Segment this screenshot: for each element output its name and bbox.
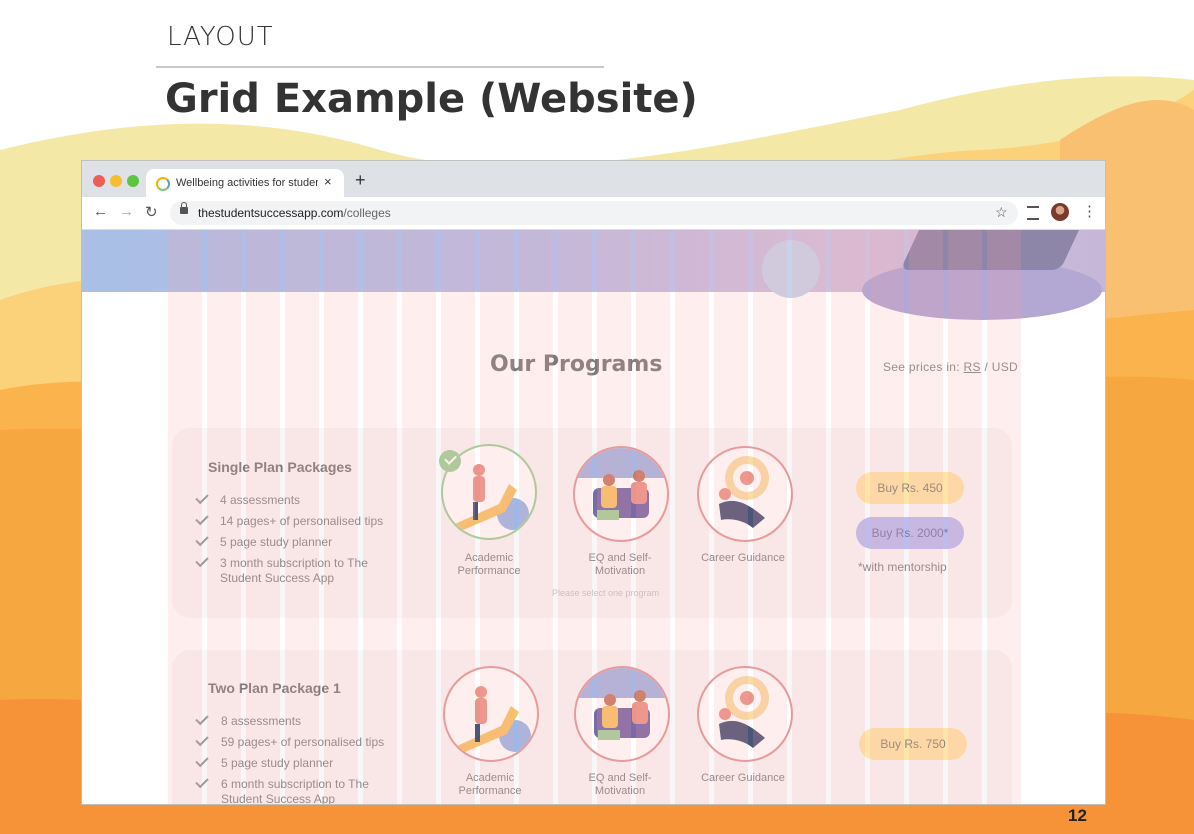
program-label: EQ and Self-Motivation [588, 552, 652, 577]
feature-item: 6 month subscription to The Student Succ… [221, 777, 369, 804]
hero-decoration [762, 240, 820, 298]
favicon-icon [156, 177, 170, 191]
new-tab-icon[interactable]: + [355, 170, 366, 190]
address-bar[interactable]: thestudentsuccessapp.com/colleges ☆ [170, 201, 1018, 225]
program-label: Academic Performance [458, 772, 522, 797]
currency-label: See prices in: [883, 360, 964, 374]
buy-mentorship-button[interactable]: Buy Rs. 2000* [856, 517, 964, 549]
feature-item: 8 assessments [221, 714, 302, 728]
feature-item: 4 assessments [220, 493, 301, 507]
program-eq-self-motivation[interactable] [574, 666, 670, 762]
tab-title: Wellbeing activities for students [176, 177, 318, 189]
program-academic-performance[interactable] [443, 666, 539, 762]
forward-arrow-icon[interactable]: → [119, 203, 134, 220]
bookmark-star-icon[interactable]: ☆ [995, 204, 1008, 220]
feature-item: 59 pages+ of personalised tips [221, 735, 385, 749]
back-arrow-icon[interactable]: ← [93, 203, 108, 220]
title-divider [156, 66, 604, 68]
reload-icon[interactable]: ↻ [145, 204, 158, 221]
program-career-guidance[interactable] [697, 446, 793, 542]
program-label: EQ and Self-Motivation [588, 772, 652, 797]
menu-kebab-icon[interactable]: ⋮ [1082, 203, 1097, 220]
mentorship-note: *with mentorship [858, 560, 947, 574]
package-title: Two Plan Package 1 [208, 680, 341, 696]
buy-button[interactable]: Buy Rs. 450 [856, 472, 964, 504]
section-label: LAYOUT [167, 22, 274, 52]
currency-usd-link[interactable]: USD [991, 360, 1018, 374]
tab-strip: Wellbeing activities for students × + [82, 161, 1105, 197]
maximize-window-dot[interactable] [127, 175, 139, 187]
hero-decoration [862, 260, 1102, 320]
page-number: 12 [1068, 806, 1087, 825]
url-text[interactable]: thestudentsuccessapp.com/colleges [198, 206, 391, 220]
program-label: Career Guidance [701, 772, 785, 784]
browser-window: Wellbeing activities for students × + ← … [82, 161, 1105, 804]
program-label: Career Guidance [701, 552, 785, 564]
tab-close-icon[interactable]: × [324, 174, 332, 189]
program-career-guidance[interactable] [697, 666, 793, 762]
academic-illustration [457, 686, 531, 752]
web-page: Our Programs See prices in: RS / USD Sin… [82, 230, 1105, 804]
hero-banner [82, 230, 1105, 320]
media-control-icon[interactable] [1027, 206, 1039, 220]
career-illustration [719, 456, 769, 528]
url-host: thestudentsuccessapp.com [198, 206, 344, 220]
package-title: Single Plan Packages [208, 459, 352, 475]
url-path: /colleges [343, 206, 391, 220]
currency-selector: See prices in: RS / USD [883, 360, 1018, 374]
eq-illustration [576, 668, 668, 740]
minimize-window-dot[interactable] [110, 175, 122, 187]
selected-check-icon [439, 450, 461, 472]
program-academic-performance[interactable] [441, 444, 537, 540]
currency-rs-link[interactable]: RS [963, 360, 981, 374]
program-eq-self-motivation[interactable] [573, 446, 669, 542]
laptop-illustration [900, 230, 1084, 270]
feature-item: 14 pages+ of personalised tips [220, 514, 384, 528]
feature-item: 5 page study planner [221, 756, 334, 770]
career-illustration [719, 676, 769, 748]
program-label: Academic Performance [457, 552, 521, 577]
academic-illustration [455, 464, 529, 530]
profile-avatar[interactable] [1051, 203, 1069, 221]
lock-icon [180, 202, 188, 214]
browser-tab[interactable]: Wellbeing activities for students × [146, 169, 344, 197]
select-hint: Please select one program [552, 588, 660, 598]
buy-button[interactable]: Buy Rs. 750 [859, 728, 967, 760]
currency-separator: / [980, 360, 992, 374]
feature-item: 3 month subscription to The Student Succ… [220, 556, 368, 585]
slide-title: Grid Example (Website) [165, 76, 698, 122]
browser-toolbar: ← → ↻ thestudentsuccessapp.com/colleges … [82, 197, 1105, 230]
programs-heading: Our Programs [490, 352, 663, 377]
close-window-dot[interactable] [93, 175, 105, 187]
eq-illustration [575, 448, 667, 520]
feature-item: 5 page study planner [220, 535, 333, 549]
